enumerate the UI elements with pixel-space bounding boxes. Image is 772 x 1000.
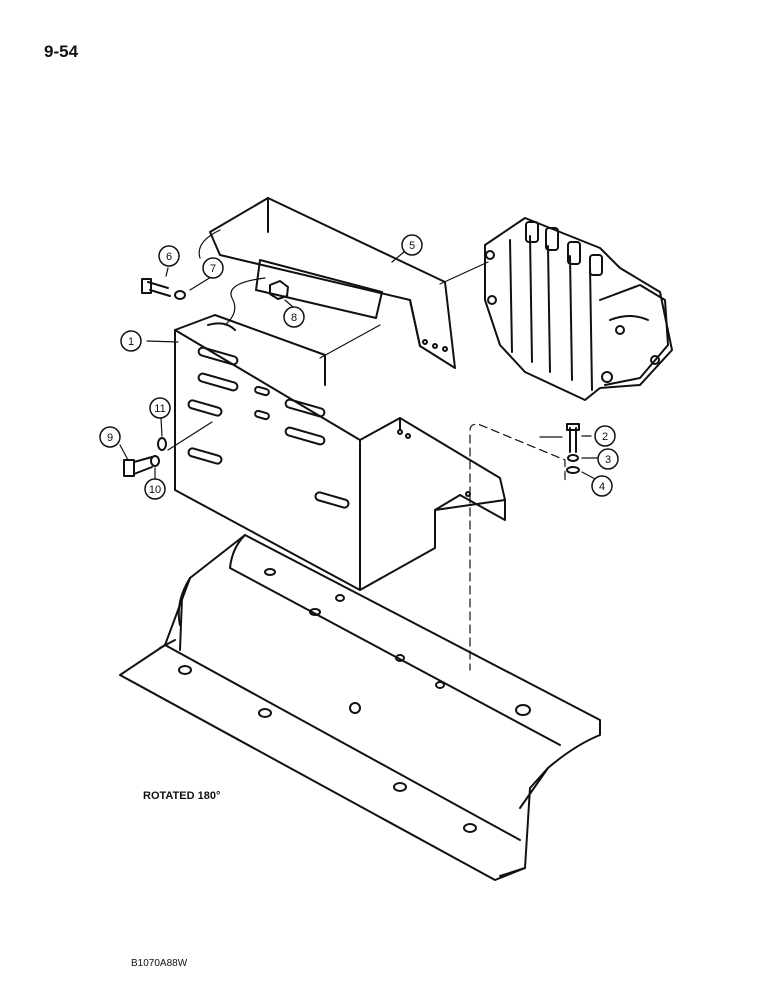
washer-11 <box>157 437 167 451</box>
svg-text:3: 3 <box>605 454 611 466</box>
washer-10 <box>150 455 160 467</box>
callout-6: 6 <box>158 245 180 267</box>
svg-text:1: 1 <box>128 336 134 348</box>
figure-code: B1070A88W <box>131 958 188 969</box>
svg-text:8: 8 <box>291 312 297 324</box>
callout-2: 2 <box>594 425 616 447</box>
lock-washer-3 <box>567 454 579 462</box>
washer-7 <box>174 290 186 300</box>
svg-text:5: 5 <box>409 240 415 252</box>
svg-text:7: 7 <box>210 263 216 275</box>
callout-7: 7 <box>202 257 224 279</box>
mounting-bracket <box>119 534 601 881</box>
svg-text:11: 11 <box>154 403 165 415</box>
callout-9: 9 <box>99 426 121 448</box>
callout-11: 11 <box>149 397 171 419</box>
svg-text:6: 6 <box>166 251 172 263</box>
callout-10: 10 <box>144 478 166 500</box>
page-number: 9-54 <box>44 42 79 61</box>
callout-3: 3 <box>597 448 619 470</box>
svg-text:2: 2 <box>602 431 608 443</box>
callout-4: 4 <box>591 475 613 497</box>
callout-5: 5 <box>401 234 423 256</box>
support-bracket <box>174 314 506 591</box>
cap-screw-6 <box>141 278 171 297</box>
nut-4 <box>566 466 580 474</box>
rotated-note: ROTATED 180° <box>143 790 221 802</box>
callout-8: 8 <box>283 306 305 328</box>
svg-text:9: 9 <box>107 432 113 444</box>
nut-8 <box>269 280 289 300</box>
callout-1: 1 <box>120 330 142 352</box>
cap-screw-2 <box>566 423 580 453</box>
svg-text:4: 4 <box>599 481 605 493</box>
svg-text:10: 10 <box>149 484 161 496</box>
cover-plate <box>209 197 456 369</box>
cap-screw-9 <box>123 456 153 477</box>
control-valve <box>484 217 673 401</box>
